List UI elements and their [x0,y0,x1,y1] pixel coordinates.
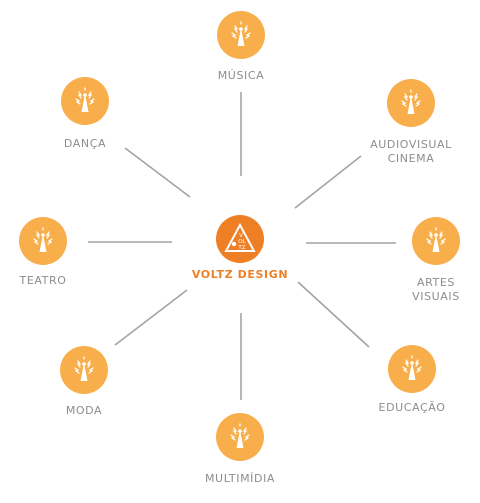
radio-tower-icon [402,355,422,380]
node-teatro [19,217,67,265]
node-multimidia [216,413,264,461]
node-musica [217,11,265,59]
voltz-triangle-logo-icon: V OL TZ [224,222,256,252]
radio-tower-icon [74,356,94,381]
label-danca: DANÇA [63,137,107,150]
radio-tower-icon [33,227,53,252]
label-musica: MÚSICA [217,69,265,82]
center-label: VOLTZ DESIGN [191,268,289,281]
radio-tower-icon [401,89,421,114]
svg-text:OL: OL [238,239,246,245]
connector-audiovisual [294,155,362,209]
label-teatro: TEATRO [19,274,67,287]
label-artes-visuais: ARTES VISUAIS [412,276,460,303]
node-moda [60,346,108,394]
center-logo-node: V OL TZ [216,215,264,263]
label-educacao: EDUCAÇÃO [378,401,446,414]
node-artes-visuais [412,217,460,265]
radio-tower-icon [231,21,251,46]
svg-text:V: V [239,233,243,239]
connector-danca [124,147,191,198]
label-multimidia: MULTIMÍDIA [204,472,276,485]
connector-moda [114,289,188,346]
node-danca [61,77,109,125]
radio-tower-icon [230,423,250,448]
connector-educacao [297,281,370,348]
radio-tower-icon [75,87,95,112]
label-audiovisual: AUDIOVISUAL CINEMA [370,138,452,165]
radio-tower-icon [426,227,446,252]
node-educacao [388,345,436,393]
node-audiovisual [387,79,435,127]
label-moda: MODA [65,404,103,417]
svg-text:TZ: TZ [237,245,245,251]
